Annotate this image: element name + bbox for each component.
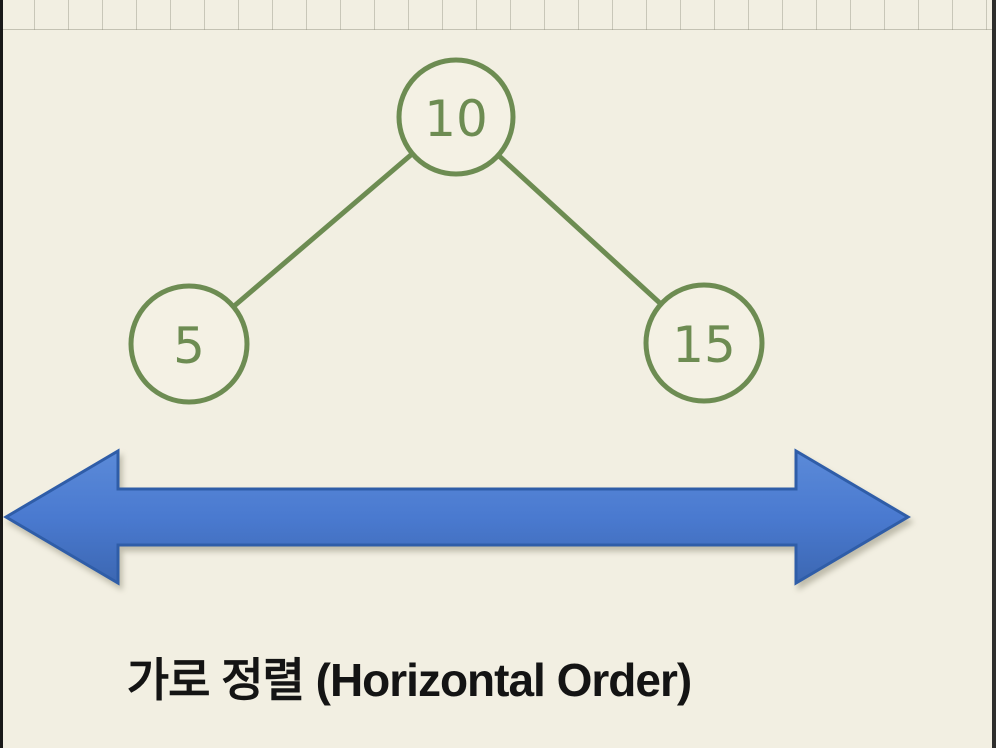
tree-node-root-circle xyxy=(396,57,516,177)
horizontal-double-arrow xyxy=(3,448,911,586)
edge-root-to-right xyxy=(495,152,665,308)
grid-background xyxy=(0,0,996,30)
edge-root-to-left xyxy=(230,151,415,310)
tree-node-right-label: 15 xyxy=(672,316,736,374)
tree-node-right-circle xyxy=(643,282,765,404)
right-screen-edge xyxy=(992,0,996,748)
caption: 가로 정렬 (Horizontal Order) xyxy=(126,654,692,706)
left-screen-edge xyxy=(0,0,3,748)
tree-node-left-circle xyxy=(128,283,250,405)
tree-node-root-label: 10 xyxy=(424,90,488,148)
tree-node-left-label: 5 xyxy=(173,317,205,375)
